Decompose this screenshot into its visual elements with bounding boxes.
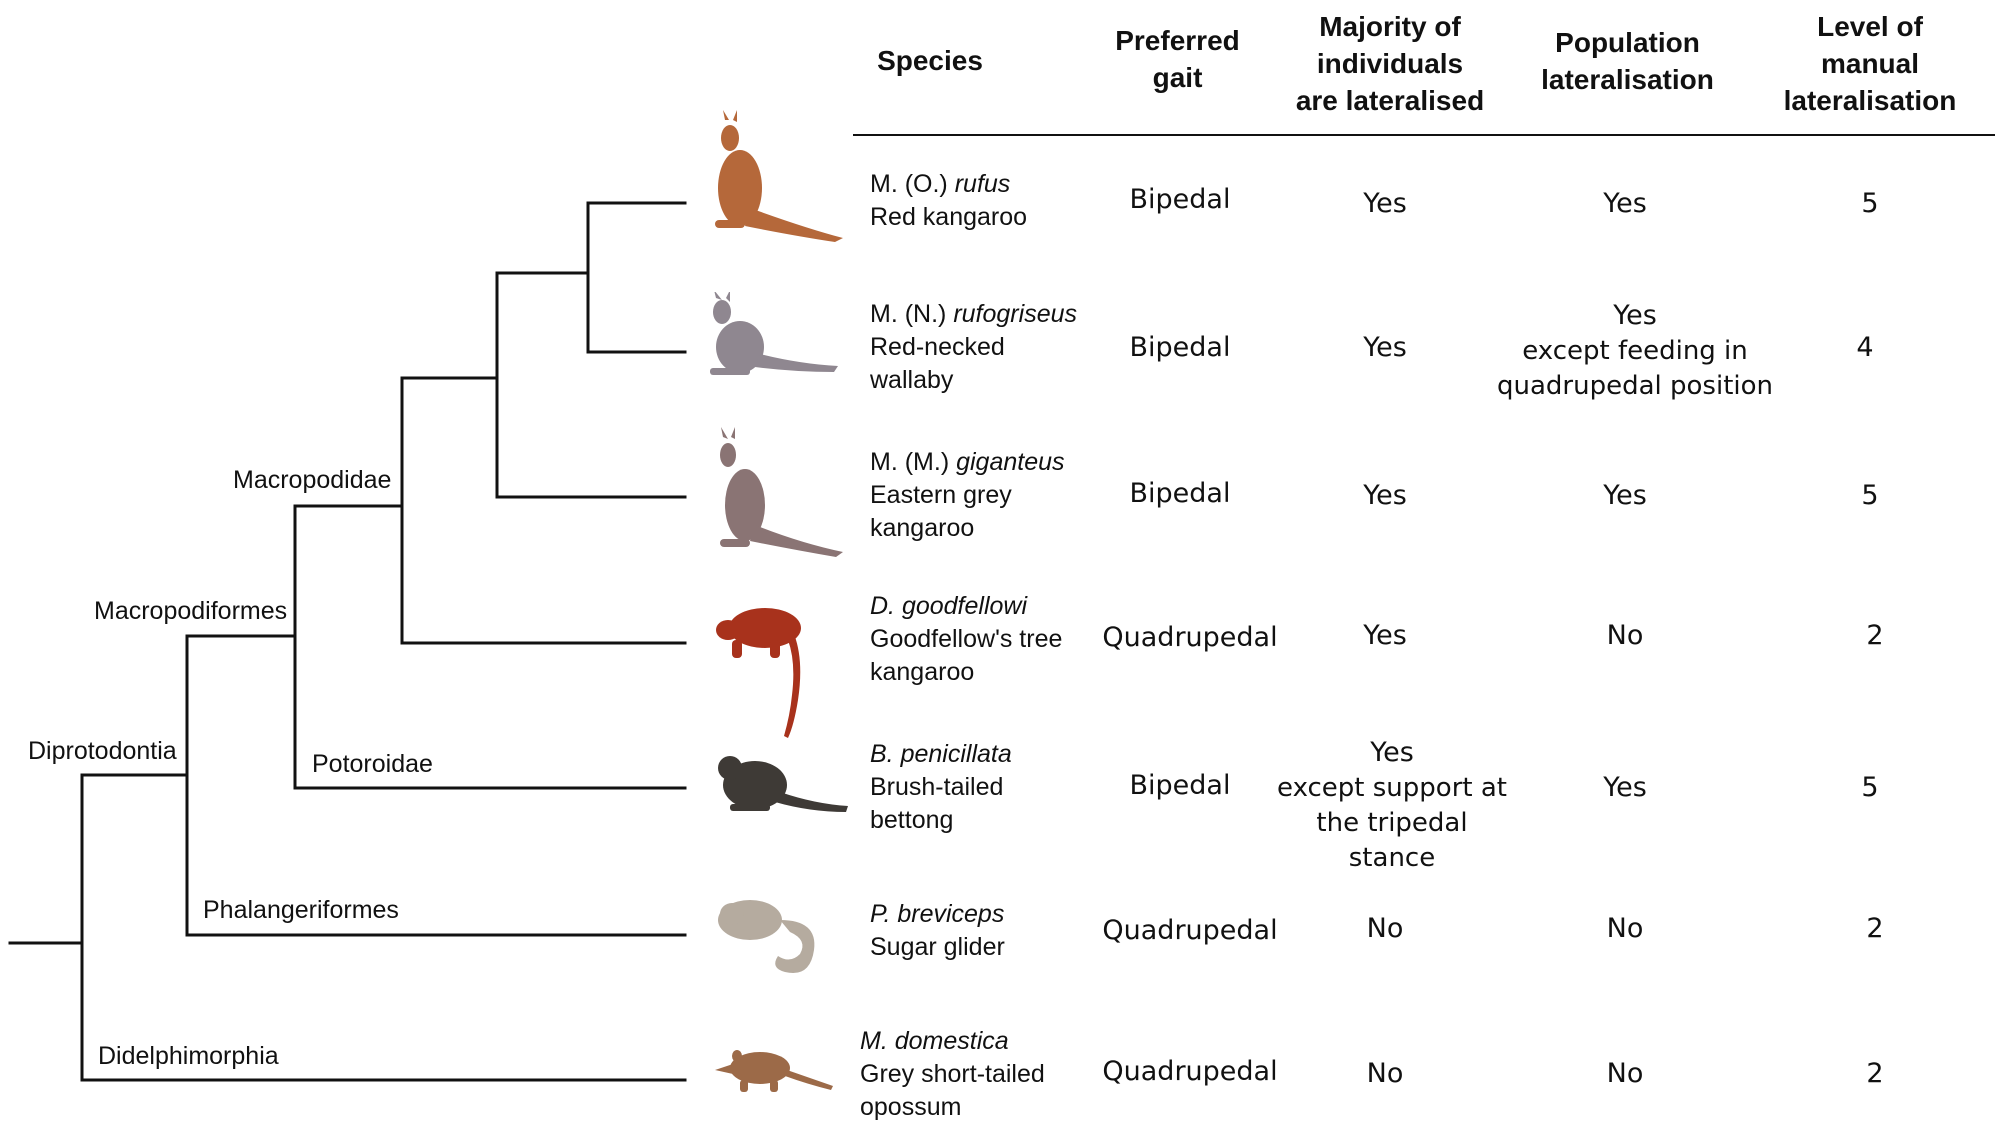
red-necked-wallaby-icon	[710, 292, 838, 375]
majority-cell-rufogriseus: Yes	[1363, 332, 1407, 363]
opossum-icon	[715, 1050, 833, 1092]
species-cell-rufogriseus: M. (N.) rufogriseus Red-necked wallaby	[870, 300, 1077, 394]
clade-label-phalangeriformes: Phalangeriformes	[203, 896, 399, 924]
population-cell-giganteus: Yes	[1603, 480, 1647, 511]
gait-cell-giganteus: Bipedal	[1129, 478, 1231, 509]
species-cell-domestica: M. domestica Grey short-tailed opossum	[860, 1027, 1045, 1121]
majority-cell-domestica: No	[1366, 1058, 1404, 1089]
level-cell-rufogriseus: 4	[1856, 332, 1874, 363]
majority-cell-rufus: Yes	[1363, 188, 1407, 219]
species-cell-rufus: M. (O.) rufus Red kangaroo	[870, 170, 1028, 231]
eastern-grey-kangaroo-icon	[720, 427, 843, 557]
level-cell-breviceps: 2	[1866, 913, 1884, 944]
sugar-glider-icon	[718, 900, 815, 974]
species-cell-goodfellowi: D. goodfellowi Goodfellow's tree kangaro…	[870, 592, 1063, 686]
majority-cell-penicillata: Yes except support at the tripedal stanc…	[1277, 737, 1507, 873]
clade-label-diprotodontia: Diprotodontia	[28, 737, 177, 765]
level-cell-penicillata: 5	[1861, 772, 1879, 803]
level-cell-domestica: 2	[1866, 1058, 1884, 1089]
tree-kangaroo-icon	[716, 608, 801, 738]
level-cell-goodfellowi: 2	[1866, 620, 1884, 651]
species-cell-penicillata: B. penicillata Brush-tailed bettong	[870, 740, 1012, 834]
bettong-icon	[718, 756, 848, 812]
clade-label-potoroidae: Potoroidae	[312, 750, 433, 778]
header-species: Species	[877, 45, 983, 76]
level-cell-giganteus: 5	[1861, 480, 1879, 511]
population-cell-breviceps: No	[1606, 913, 1644, 944]
majority-cell-goodfellowi: Yes	[1363, 620, 1407, 651]
population-cell-penicillata: Yes	[1603, 772, 1647, 803]
majority-cell-giganteus: Yes	[1363, 480, 1407, 511]
gait-cell-domestica: Quadrupedal	[1102, 1056, 1278, 1087]
header-divider	[853, 134, 1995, 136]
gait-cell-goodfellowi: Quadrupedal	[1102, 622, 1278, 653]
majority-cell-breviceps: No	[1366, 913, 1404, 944]
gait-cell-breviceps: Quadrupedal	[1102, 915, 1278, 946]
population-cell-rufogriseus: Yes except feeding in quadrupedal positi…	[1497, 300, 1773, 401]
gait-cell-rufogriseus: Bipedal	[1129, 332, 1231, 363]
species-cell-giganteus: M. (M.) giganteus Eastern grey kangaroo	[870, 448, 1065, 542]
gait-cell-rufus: Bipedal	[1129, 184, 1231, 215]
clade-label-macropodiformes: Macropodiformes	[94, 597, 288, 625]
population-cell-rufus: Yes	[1603, 188, 1647, 219]
species-cell-breviceps: P. breviceps Sugar glider	[870, 900, 1005, 961]
red-kangaroo-icon	[715, 110, 843, 242]
level-cell-rufus: 5	[1861, 188, 1879, 219]
gait-cell-penicillata: Bipedal	[1129, 770, 1231, 801]
clade-label-didelphimorphia: Didelphimorphia	[98, 1042, 279, 1070]
clade-label-macropodidae: Macropodidae	[233, 466, 392, 494]
population-cell-goodfellowi: No	[1606, 620, 1644, 651]
population-cell-domestica: No	[1606, 1058, 1644, 1089]
